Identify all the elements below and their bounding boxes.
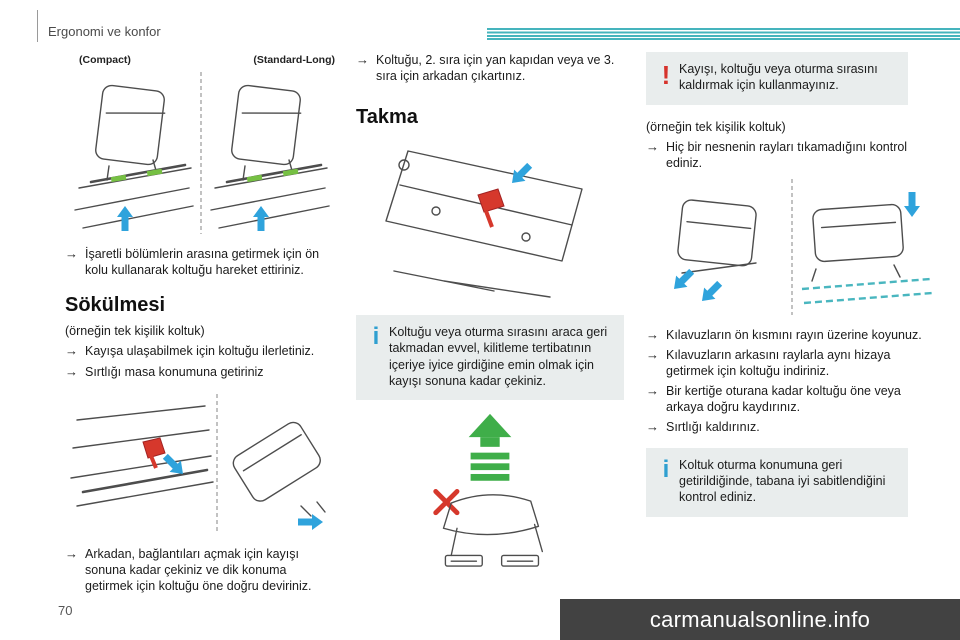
instruction-text: Sırtlığı kaldırınız. (666, 420, 760, 435)
instruction-text: İşaretli bölümlerin arasına getirmek içi… (85, 247, 320, 277)
red-strap (477, 188, 505, 213)
chapter-rule (37, 10, 38, 42)
instruction-text: Bir kertiğe oturana kadar koltuğu öne ve… (666, 384, 901, 415)
blue-arrow-icon (904, 191, 920, 217)
arrow-bullet-icon: → (356, 52, 369, 67)
arrow-bullet-icon: → (65, 246, 78, 261)
teal-rails (801, 277, 933, 304)
column-middle: → Koltuğu, 2. sıra için yan kapıdan veya… (356, 52, 624, 600)
arrow-bullet-icon: → (65, 363, 78, 379)
instruction-text: Hiç bir nesnenin rayları tıkamadığını ko… (666, 139, 908, 170)
instruction-text: Koltuğu, 2. sıra için yan kapıdan veya v… (376, 53, 615, 83)
section-heading-install: Takma (356, 106, 418, 128)
warning-text: Kayışı, koltuğu veya oturma sırasını kal… (679, 62, 878, 93)
header-stripes (487, 28, 960, 40)
figure-label-standard-long: (Standard-Long) (253, 54, 335, 66)
instruction-item: → Bir kertiğe oturana kadar koltuğu öne … (646, 383, 938, 415)
arrow-bullet-icon: → (646, 326, 659, 342)
warning-box: ! Kayışı, koltuğu veya oturma sırasını k… (646, 52, 908, 105)
instruction-item: → Kılavuzların ön kısmını rayın üzerine … (646, 327, 938, 344)
figure-lift-warning (433, 413, 544, 567)
figure-install-guides (668, 178, 933, 315)
section-heading-removal: Sökülmesi (65, 294, 166, 316)
arrow-bullet-icon: → (646, 138, 659, 154)
figure-remove-strap (70, 394, 326, 535)
green-up-arrow-icon (468, 413, 512, 481)
red-strap (142, 437, 166, 459)
figure-compact-standard-long: (Compact) (Standard-Long) (65, 52, 337, 240)
instruction-item: → Kayışa ulaşabilmek için koltuğu ilerle… (65, 343, 337, 360)
instruction-item: → Arkadan, bağlantıları açmak için kayış… (65, 546, 337, 594)
column-left: (Compact) (Standard-Long) → İşaretli böl… (65, 52, 337, 594)
info-text: Koltuk oturma konumuna geri getirildiğin… (679, 457, 886, 505)
info-text: Koltuğu veya oturma sırasını araca geri … (389, 325, 608, 388)
info-box: i Koltuğu veya oturma sırasını araca ger… (356, 315, 624, 400)
arrow-bullet-icon: → (646, 347, 659, 363)
arrow-bullet-icon: → (65, 546, 78, 562)
arrow-bullet-icon: → (646, 419, 659, 435)
info-icon: i (372, 323, 380, 350)
figure-label-compact: (Compact) (79, 54, 131, 66)
example-note: (örneğin tek kişilik koltuk) (65, 324, 205, 338)
blue-arrow-icon (668, 265, 698, 295)
chapter-title: Ergonomi ve konfor (48, 24, 161, 39)
info-icon: i (662, 455, 670, 483)
arrow-bullet-icon: → (65, 343, 78, 358)
instruction-text: Kılavuzların ön kısmını rayın üzerine ko… (666, 327, 922, 342)
instruction-item: → Sırtlığı kaldırınız. (646, 419, 938, 436)
instruction-text: Arkadan, bağlantıları açmak için kayışı … (85, 547, 312, 594)
seat-positions-illustration (65, 72, 337, 234)
instruction-text: Kılavuzların arkasını raylarla aynı hiza… (666, 348, 891, 379)
column-right: ! Kayışı, koltuğu veya oturma sırasını k… (646, 52, 938, 517)
red-cross-icon (433, 489, 460, 516)
watermark: carmanualsonline.info (560, 599, 960, 640)
instruction-text: Sırtlığı masa konumuna getiriniz (85, 364, 264, 379)
blue-arrow-icon (506, 159, 536, 189)
instruction-item: → Kılavuzların arkasını raylarla aynı hi… (646, 347, 938, 379)
instruction-item: → Hiç bir nesnenin rayları tıkamadığını … (646, 139, 938, 171)
example-note: (örneğin tek kişilik koltuk) (646, 119, 786, 134)
figure-install-strap (385, 150, 583, 298)
page-number: 70 (58, 603, 73, 618)
info-box: i Koltuk oturma konumuna geri getirildiğ… (646, 447, 908, 517)
instruction-item: → İşaretli bölümlerin arasına getirmek i… (65, 246, 337, 278)
arrow-bullet-icon: → (646, 383, 659, 399)
instruction-item: → Sırtlığı masa konumuna getiriniz (65, 364, 337, 381)
instruction-text: Kayışa ulaşabilmek için koltuğu ilerleti… (85, 344, 315, 358)
blue-arrow-icon (696, 277, 726, 307)
warning-icon: ! (661, 60, 671, 90)
instruction-item: → Koltuğu, 2. sıra için yan kapıdan veya… (356, 52, 624, 84)
